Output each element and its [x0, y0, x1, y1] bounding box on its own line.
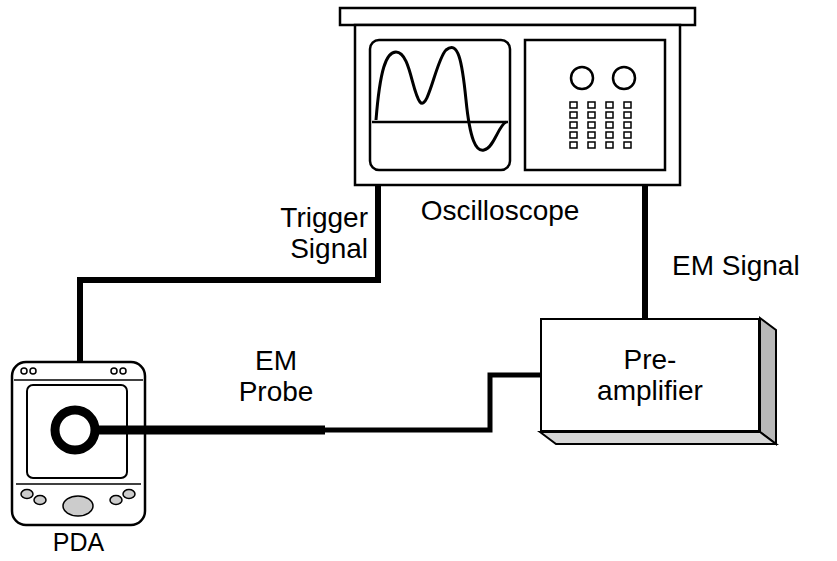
panel-button: [588, 142, 595, 148]
box-side-face: [760, 318, 776, 444]
panel-button: [588, 112, 595, 118]
node-label: Oscilloscope: [355, 195, 645, 226]
panel-button: [606, 112, 613, 118]
pda-indicator: [21, 368, 27, 374]
panel-button: [570, 142, 577, 148]
panel-button: [570, 132, 577, 138]
oscilloscope-drawing: [340, 8, 695, 185]
signal-label: EM Probe: [239, 345, 314, 408]
button-grid: [570, 102, 631, 148]
panel-button: [570, 102, 577, 108]
panel-button: [588, 122, 595, 128]
panel-button: [570, 122, 577, 128]
panel-button: [624, 132, 631, 138]
panel-button: [570, 112, 577, 118]
pda-indicator: [120, 368, 126, 374]
process-box: Pre- amplifier: [540, 318, 760, 432]
pda-button: [110, 496, 122, 505]
pda-indicator: [111, 368, 117, 374]
waveform-trace: [376, 47, 506, 150]
panel-button: [624, 112, 631, 118]
control-knob: [571, 67, 593, 89]
panel-button: [588, 102, 595, 108]
panel-button: [606, 102, 613, 108]
signal-label: Trigger Signal: [280, 202, 368, 265]
control-panel: [525, 40, 665, 170]
pda-nav-pad: [63, 496, 93, 516]
box-bottom-face: [540, 432, 776, 444]
pda-indicator: [30, 368, 36, 374]
screen-baseline: [372, 121, 508, 124]
oscilloscope-top-lip: [340, 8, 695, 25]
panel-button: [624, 142, 631, 148]
pda-keypad-edge: [16, 483, 141, 485]
pda-body: [12, 362, 145, 525]
pda-device: PDA: [12, 362, 145, 525]
signal-wire: [642, 185, 648, 318]
signal-label: EM Signal: [672, 250, 800, 281]
panel-button: [606, 132, 613, 138]
oscilloscope-screen: [370, 40, 510, 170]
panel-button: [624, 122, 631, 128]
node-label: PDA: [12, 530, 145, 555]
pda-button: [21, 490, 33, 499]
oscilloscope-housing: [355, 25, 680, 185]
control-knob: [613, 67, 635, 89]
probe-loop: [55, 410, 95, 450]
signal-wire: [80, 185, 378, 362]
pda-button: [34, 496, 46, 505]
pda-top-strip: [14, 379, 143, 381]
panel-button: [606, 122, 613, 128]
pda-button: [123, 490, 135, 499]
panel-button: [588, 132, 595, 138]
oscilloscope-unit: Oscilloscope: [355, 25, 680, 185]
signal-wire: [145, 375, 540, 430]
panel-button: [624, 102, 631, 108]
panel-button: [606, 142, 613, 148]
box-shadow-faces: [540, 318, 776, 444]
node-label: Pre- amplifier: [597, 344, 703, 407]
